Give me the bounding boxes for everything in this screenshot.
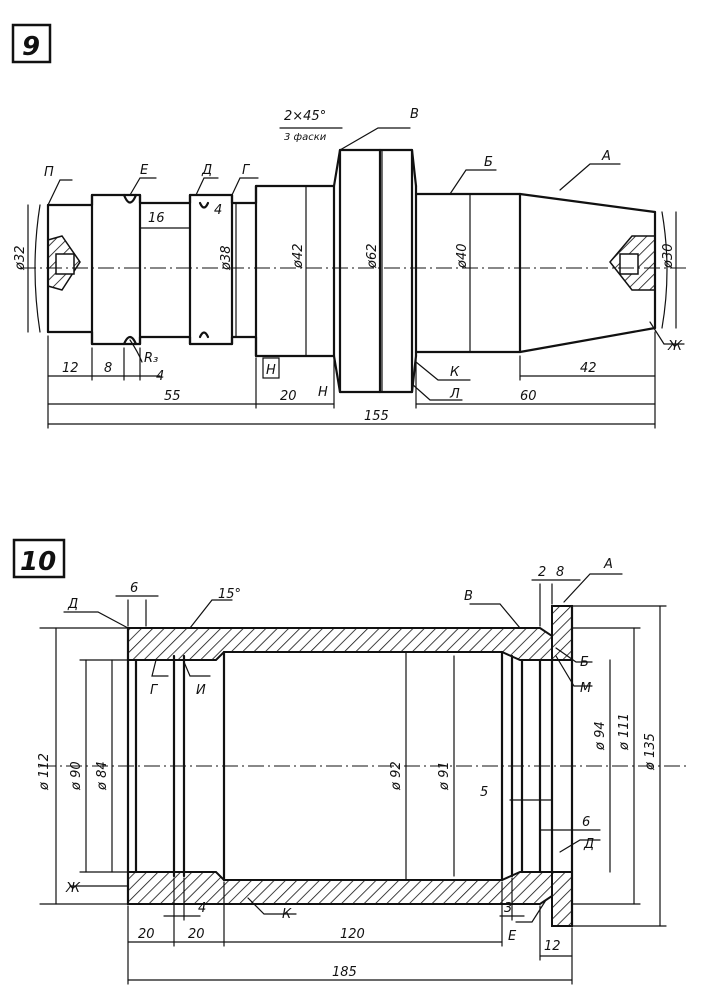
angle-15: 15° (218, 587, 241, 602)
dia-91: ø 91 (437, 761, 452, 791)
figure-9: 9 (11, 23, 690, 429)
dim-60: 60 (520, 389, 537, 404)
label-R3: R₃ (144, 351, 158, 366)
label-P: П (44, 165, 54, 180)
figure-9-number-box (11, 23, 52, 64)
dia-62: ø62 (365, 244, 380, 270)
label-H2: Н (318, 385, 328, 400)
label-D1: Д (67, 597, 78, 612)
dim-4-top: 4 (214, 203, 222, 218)
label-G: Г (242, 163, 251, 178)
leaders-fig9 (47, 127, 685, 401)
dim-20-a: 20 (138, 927, 155, 942)
dim-12: 12 (62, 361, 79, 376)
dia-94: ø 94 (593, 721, 608, 751)
figure-10: 10 (12, 538, 690, 985)
label-K: К (282, 907, 292, 922)
dia-38: ø38 (219, 246, 234, 272)
label-K: К (450, 365, 460, 380)
label-I: И (196, 683, 206, 698)
dim-6-top: 6 (130, 581, 138, 596)
chamfer-note: 3 фаски (284, 132, 327, 143)
dim-3: 3 (504, 901, 512, 916)
dim-155: 155 (364, 409, 389, 424)
label-ZH: Ж (65, 881, 81, 896)
marker-H1-box (262, 357, 280, 379)
label-L: Л (449, 387, 460, 402)
dia-40: ø40 (455, 244, 470, 270)
length-dimensions-fig9 (47, 227, 656, 429)
label-M: М (580, 681, 591, 696)
dim-8: 8 (104, 361, 112, 376)
chamfer-label: 2×45° (284, 109, 326, 124)
label-G: Г (150, 683, 159, 698)
dia-42: ø42 (291, 244, 306, 270)
dim-2: 2 (538, 565, 546, 580)
dim-4: 4 (198, 901, 206, 916)
dia-92: ø 92 (389, 761, 404, 791)
figure-9-number: 9 (22, 32, 40, 62)
sleeve-bottom-wall (127, 871, 553, 905)
diameter-dimensions (27, 149, 677, 393)
dim-120: 120 (340, 927, 365, 942)
dim-185: 185 (332, 965, 357, 980)
flange-bottom (551, 871, 573, 927)
label-ZH: Ж (667, 339, 683, 354)
dia-84: ø 84 (95, 761, 110, 791)
dim-55: 55 (164, 389, 181, 404)
dim-16: 16 (148, 211, 165, 226)
length-dimensions-fig10 (115, 579, 601, 985)
dia-90: ø 90 (69, 761, 84, 791)
dim-20: 20 (280, 389, 297, 404)
dim-42: 42 (580, 361, 597, 376)
label-H1: Н (266, 363, 276, 378)
label-D2: Д (583, 837, 594, 852)
dia-32: ø32 (13, 246, 28, 272)
label-V: В (410, 107, 419, 122)
figure-10-number-box (12, 538, 66, 579)
dim-6-right: 6 (582, 815, 590, 830)
dia-112: ø 112 (37, 753, 52, 791)
label-B: Б (580, 655, 589, 670)
label-D: Д (201, 163, 212, 178)
dim-8: 8 (556, 565, 564, 580)
figure-10-number: 10 (20, 547, 56, 577)
label-A: А (603, 557, 613, 572)
label-A: А (601, 149, 611, 164)
label-E: Е (140, 163, 149, 178)
leaders-fig10 (63, 573, 623, 923)
dim-5: 5 (480, 785, 488, 800)
dim-20-b: 20 (188, 927, 205, 942)
sleeve-top-wall (127, 627, 553, 661)
dia-135: ø 135 (643, 733, 658, 771)
dia-30: ø30 (661, 244, 676, 270)
dia-111: ø 111 (617, 713, 632, 751)
shaft-outline (34, 148, 668, 394)
diameter-dimensions-fig10 (39, 605, 667, 927)
dim-4-bottom: 4 (156, 369, 164, 384)
dim-12: 12 (544, 939, 561, 954)
label-E: Е (508, 929, 517, 944)
label-V: В (464, 589, 473, 604)
label-B: Б (484, 155, 493, 170)
